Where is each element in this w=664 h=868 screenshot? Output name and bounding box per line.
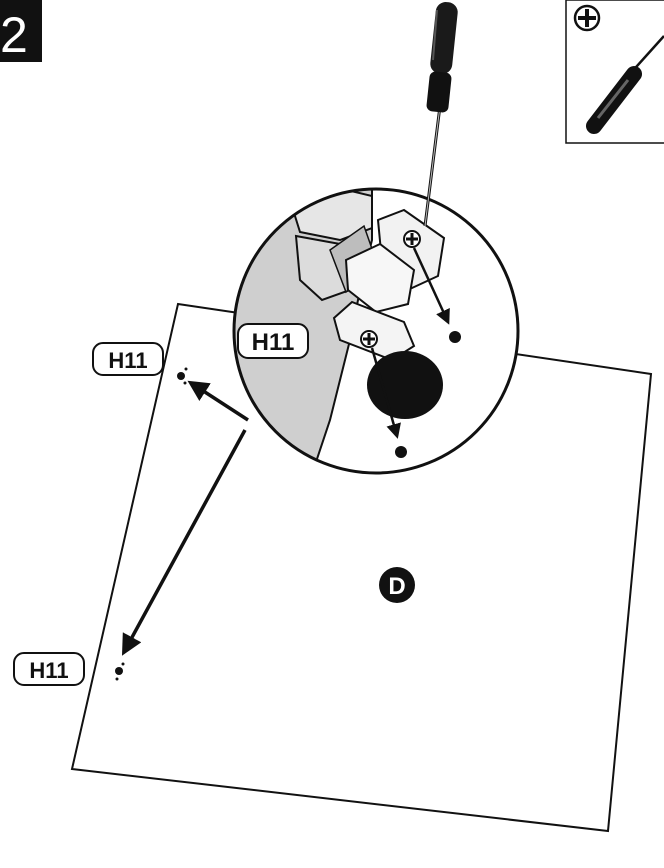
hole-pair-bottom: [115, 662, 125, 681]
arrow-to-bottom-hole: [121, 429, 247, 656]
arrow-to-top-hole: [187, 380, 249, 422]
screw-lower: [360, 330, 378, 348]
detail-arrow-lower: [370, 347, 401, 439]
step-number-badge: 2: [0, 0, 42, 63]
phillips-head-icon: [573, 4, 601, 32]
panel-label: D: [379, 567, 415, 603]
hinge-plate-lower: [332, 300, 416, 362]
h11-label-top: H11: [108, 348, 147, 373]
cup-hole: [367, 351, 443, 419]
h11-label-detail: H11: [252, 329, 295, 356]
screwdriver-icon: [586, 35, 664, 134]
detail-hole-upper: [449, 331, 461, 343]
hinge-plate-upper: [344, 208, 446, 314]
h11-callout-top: H11: [92, 342, 164, 376]
screwdriver-icon-main: [423, 2, 458, 227]
panel-label-text: D: [388, 573, 405, 600]
detail-arrow-upper: [412, 247, 450, 325]
h11-callout-detail: H11: [237, 323, 309, 359]
step-number: 2: [0, 7, 28, 63]
h11-label-bottom: H11: [29, 658, 68, 683]
tool-inset: [565, 0, 664, 144]
h11-callout-bottom: H11: [13, 652, 85, 686]
hole-pair-top: [177, 367, 188, 385]
detail-hole-lower: [395, 446, 407, 458]
screw-upper: [403, 230, 421, 248]
